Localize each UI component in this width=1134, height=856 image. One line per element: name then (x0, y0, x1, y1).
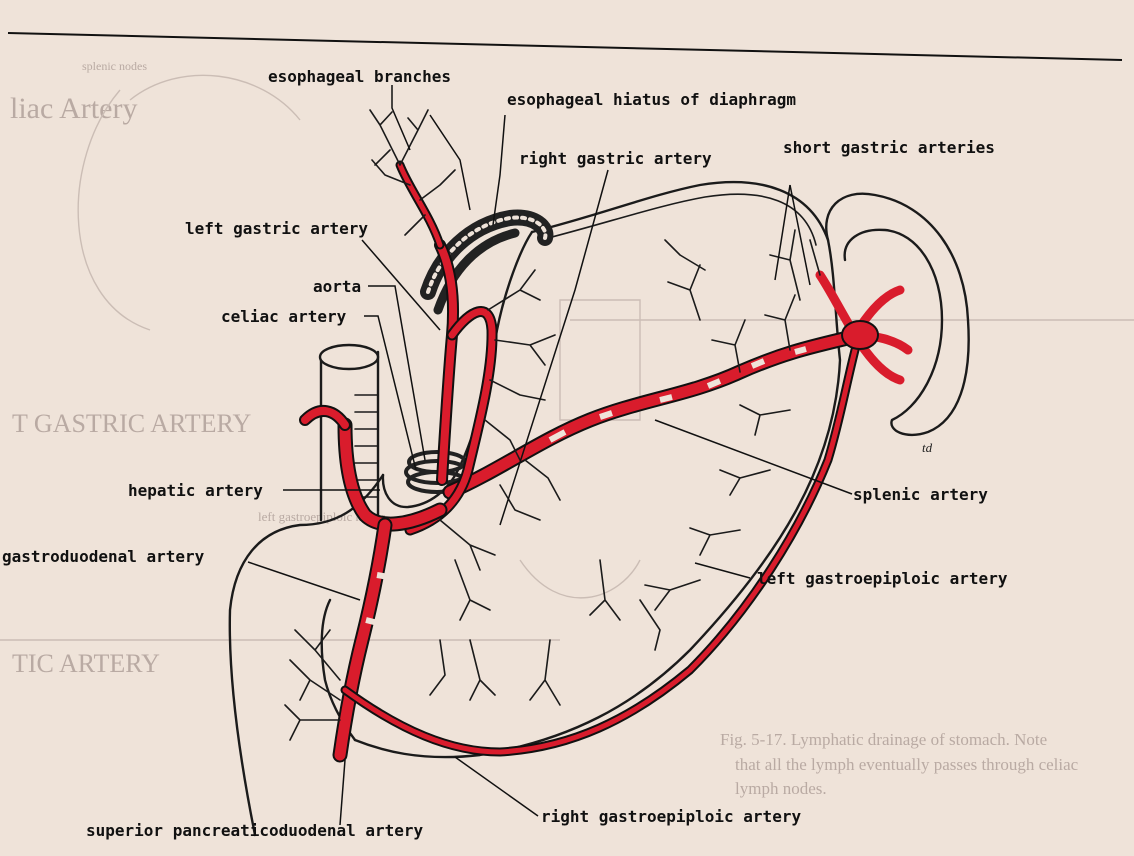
artist-signature: td (922, 440, 933, 455)
label-right-gastric-artery: right gastric artery (519, 149, 712, 168)
arterial-tree (305, 165, 908, 755)
label-superior-pancreaticoduodenal-artery: superior pancreaticoduodenal artery (86, 821, 424, 840)
label-short-gastric-arteries: short gastric arteries (783, 138, 995, 157)
label-aorta: aorta (313, 277, 361, 296)
label-esophageal-branches: esophageal branches (268, 67, 451, 86)
label-left-gastroepiploic-artery: left gastroepiploic artery (757, 569, 1008, 588)
ghost-small-1: splenic nodes (82, 59, 147, 73)
label-esophageal-hiatus: esophageal hiatus of diaphragm (507, 90, 796, 109)
labels: esophageal branches esophageal hiatus of… (2, 67, 1008, 840)
label-gastroduodenal-artery: gastroduodenal artery (2, 547, 205, 566)
ghost-caption-2: that all the lymph eventually passes thr… (735, 755, 1079, 774)
ghost-heading-1: liac Artery (10, 92, 137, 125)
label-hepatic-artery: hepatic artery (128, 481, 263, 500)
ghost-heading-3: TIC ARTERY (12, 649, 160, 678)
ghost-caption-3: lymph nodes. (735, 779, 827, 798)
left-gastric-artery (400, 165, 453, 480)
splenic-artery (450, 335, 860, 492)
top-rule (8, 33, 1122, 60)
label-splenic-artery: splenic artery (853, 485, 988, 504)
label-right-gastroepiploic-artery: right gastroepiploic artery (541, 807, 801, 826)
ghost-heading-2: T GASTRIC ARTERY (12, 409, 251, 438)
label-left-gastric-artery: left gastric artery (185, 219, 368, 238)
splenic-branches (820, 275, 908, 380)
ghost-caption-1: Fig. 5-17. Lymphatic drainage of stomach… (720, 730, 1047, 749)
label-celiac-artery: celiac artery (221, 307, 347, 326)
